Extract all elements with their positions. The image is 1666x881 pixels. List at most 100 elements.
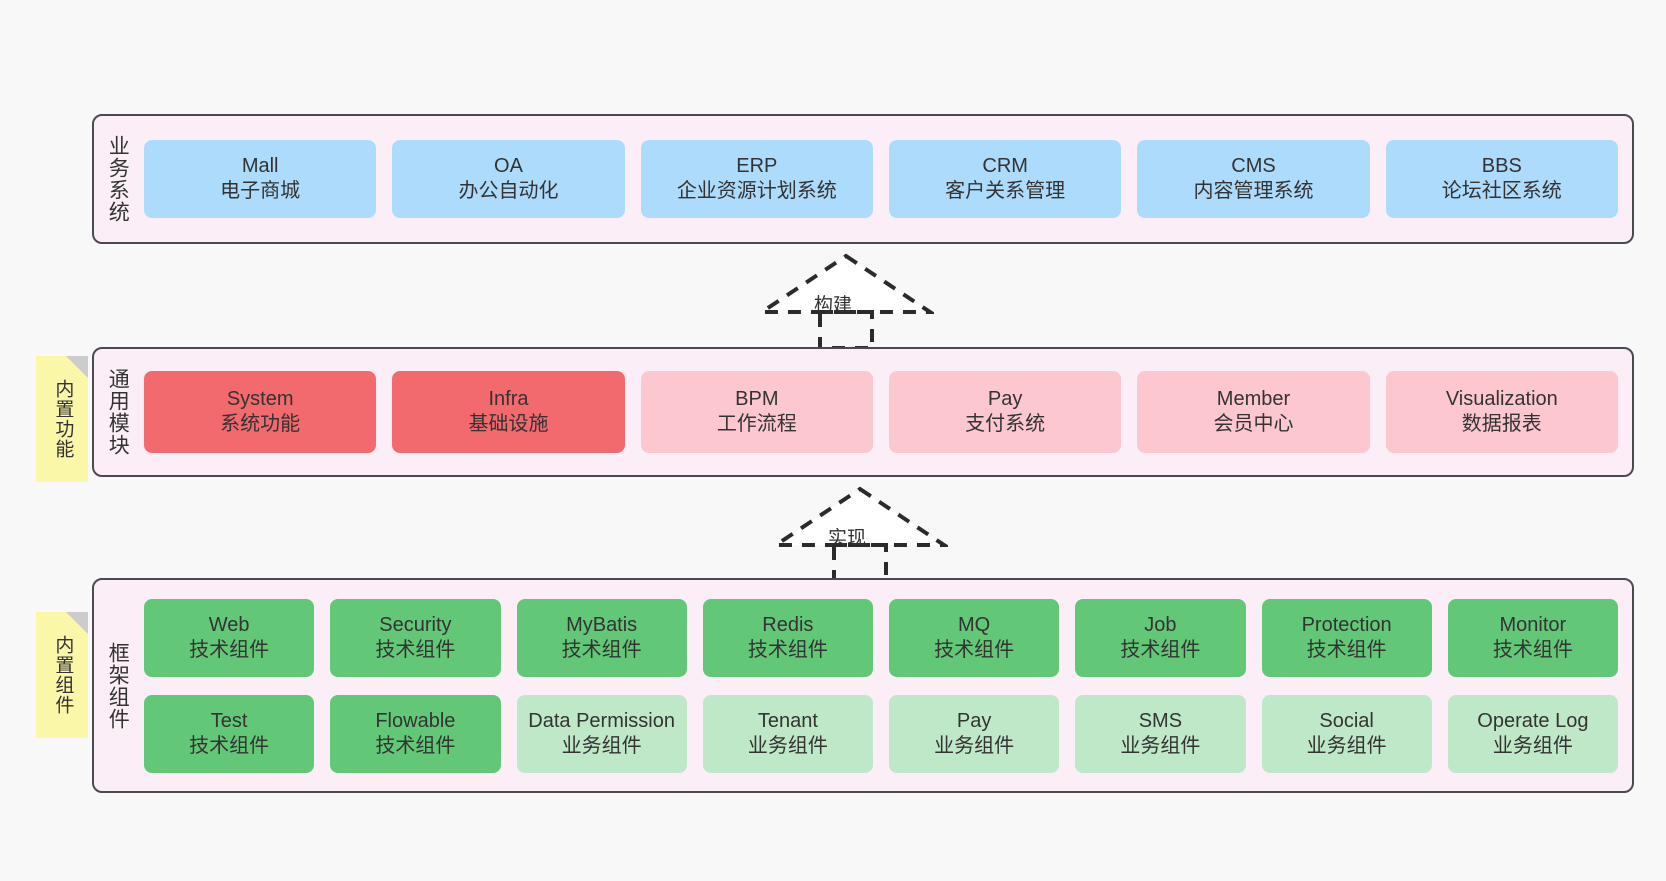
connector-label-implement: 实现 [828, 528, 867, 549]
node-title: Security [379, 613, 452, 636]
node-redis[interactable]: Redis 技术组件 [702, 598, 873, 677]
node-security[interactable]: Security 技术组件 [330, 598, 501, 677]
node-title: Data Permission [528, 709, 675, 732]
note-label: 内置组件 [52, 635, 74, 715]
node-subtitle: 业务组件 [1492, 734, 1573, 757]
node-visualization[interactable]: Visualization 数据报表 [1385, 371, 1618, 453]
layer-body-framework-components: Web 技术组件 Security 技术组件 MyBatis 技术组件 Redi… [140, 580, 1632, 791]
node-monitor[interactable]: Monitor 技术组件 [1447, 598, 1618, 677]
node-title: SMS [1138, 709, 1183, 732]
node-title: Monitor [1499, 613, 1567, 636]
node-subtitle: 业务组件 [934, 734, 1015, 757]
node-subtitle: 技术组件 [561, 638, 642, 661]
node-subtitle: 会员中心 [1213, 413, 1294, 435]
node-mybatis[interactable]: MyBatis 技术组件 [516, 598, 687, 677]
layer-body-common-modules: System 系统功能 Infra 基础设施 BPM 工作流程 Pay 支付系统… [140, 349, 1632, 475]
node-erp[interactable]: ERP 企业资源计划系统 [640, 140, 873, 218]
node-subtitle: 论坛社区系统 [1441, 180, 1562, 202]
node-member[interactable]: Member 会员中心 [1137, 371, 1370, 453]
node-subtitle: 业务组件 [1120, 734, 1201, 757]
node-title: Tenant [757, 709, 818, 732]
node-subtitle: 技术组件 [189, 638, 270, 661]
connector-label-build: 构建 [814, 295, 853, 316]
node-row: Test 技术组件 Flowable 技术组件 Data Permission … [144, 694, 1618, 773]
node-subtitle: 技术组件 [189, 734, 270, 757]
node-pay-component[interactable]: Pay 业务组件 [889, 694, 1060, 773]
node-subtitle: 业务组件 [1306, 734, 1387, 757]
node-subtitle: 内容管理系统 [1193, 180, 1314, 202]
node-title: MyBatis [566, 613, 638, 636]
node-title: Visualization [1445, 388, 1558, 410]
node-title: CMS [1231, 155, 1276, 177]
node-crm[interactable]: CRM 客户关系管理 [888, 140, 1122, 218]
node-title: Member [1216, 388, 1291, 410]
node-pay-module[interactable]: Pay 支付系统 [888, 371, 1122, 453]
note-builtin-feature: 内置功能 [36, 356, 88, 482]
node-protection[interactable]: Protection 技术组件 [1261, 598, 1432, 677]
node-social[interactable]: Social 业务组件 [1261, 694, 1432, 773]
node-infra[interactable]: Infra 基础设施 [392, 371, 625, 453]
node-row: Web 技术组件 Security 技术组件 MyBatis 技术组件 Redi… [144, 598, 1618, 677]
node-title: Infra [488, 388, 529, 410]
layer-title-business-systems: 业务系统 [106, 135, 130, 223]
node-data-permission[interactable]: Data Permission 业务组件 [516, 694, 687, 773]
node-title: Protection [1301, 613, 1392, 636]
node-row: Mall 电子商城 OA 办公自动化 ERP 企业资源计划系统 CRM 客户关系… [144, 140, 1618, 218]
node-title: BPM [735, 388, 779, 410]
node-title: BBS [1481, 155, 1522, 177]
node-row: System 系统功能 Infra 基础设施 BPM 工作流程 Pay 支付系统… [144, 371, 1618, 453]
node-oa[interactable]: OA 办公自动化 [392, 140, 625, 218]
node-operate-log[interactable]: Operate Log 业务组件 [1447, 694, 1618, 773]
node-job[interactable]: Job 技术组件 [1075, 598, 1246, 677]
node-title: Web [208, 613, 250, 636]
node-title: CRM [982, 155, 1028, 177]
node-title: Redis [762, 613, 814, 636]
node-bbs[interactable]: BBS 论坛社区系统 [1385, 140, 1618, 218]
note-builtin-component: 内置组件 [36, 612, 88, 738]
layer-framework-components: 框架组件 Web 技术组件 Security 技术组件 MyBatis 技术组件… [92, 578, 1634, 793]
node-subtitle: 工作流程 [716, 413, 797, 435]
node-subtitle: 技术组件 [1120, 638, 1201, 661]
node-web[interactable]: Web 技术组件 [144, 598, 315, 677]
connector-implement: 实现 [772, 485, 948, 581]
node-subtitle: 企业资源计划系统 [676, 180, 837, 202]
node-bpm[interactable]: BPM 工作流程 [640, 371, 873, 453]
node-subtitle: 技术组件 [375, 638, 456, 661]
node-title: Job [1144, 613, 1177, 636]
node-title: Flowable [375, 709, 456, 732]
node-system[interactable]: System 系统功能 [144, 371, 377, 453]
node-title: MQ [958, 613, 991, 636]
node-title: Social [1319, 709, 1374, 732]
node-sms[interactable]: SMS 业务组件 [1075, 694, 1246, 773]
note-label: 内置功能 [52, 379, 74, 459]
node-flowable[interactable]: Flowable 技术组件 [330, 694, 501, 773]
node-subtitle: 支付系统 [965, 413, 1046, 435]
node-subtitle: 客户关系管理 [945, 180, 1066, 202]
node-subtitle: 技术组件 [375, 734, 456, 757]
node-title: Pay [956, 709, 992, 732]
node-subtitle: 业务组件 [747, 734, 828, 757]
node-tenant[interactable]: Tenant 业务组件 [702, 694, 873, 773]
node-mall[interactable]: Mall 电子商城 [144, 140, 377, 218]
dashed-generalization-arrow-icon [772, 486, 948, 581]
node-title: Operate Log [1477, 709, 1589, 732]
node-title: OA [494, 155, 523, 177]
node-subtitle: 基础设施 [468, 413, 549, 435]
node-title: System [226, 388, 294, 410]
layer-body-business-systems: Mall 电子商城 OA 办公自动化 ERP 企业资源计划系统 CRM 客户关系… [140, 116, 1632, 242]
node-subtitle: 技术组件 [747, 638, 828, 661]
node-subtitle: 技术组件 [1306, 638, 1387, 661]
node-mq[interactable]: MQ 技术组件 [889, 598, 1060, 677]
node-subtitle: 数据报表 [1461, 413, 1542, 435]
node-test[interactable]: Test 技术组件 [144, 694, 315, 773]
node-subtitle: 电子商城 [220, 180, 301, 202]
dashed-generalization-arrow-icon [758, 253, 934, 348]
node-cms[interactable]: CMS 内容管理系统 [1137, 140, 1370, 218]
node-subtitle: 技术组件 [934, 638, 1015, 661]
layer-common-modules: 通用模块 System 系统功能 Infra 基础设施 BPM 工作流程 Pay… [92, 347, 1634, 477]
layer-title-framework-components: 框架组件 [106, 641, 130, 730]
node-subtitle: 系统功能 [220, 413, 301, 435]
node-subtitle: 办公自动化 [458, 180, 559, 202]
node-title: Pay [987, 388, 1023, 410]
